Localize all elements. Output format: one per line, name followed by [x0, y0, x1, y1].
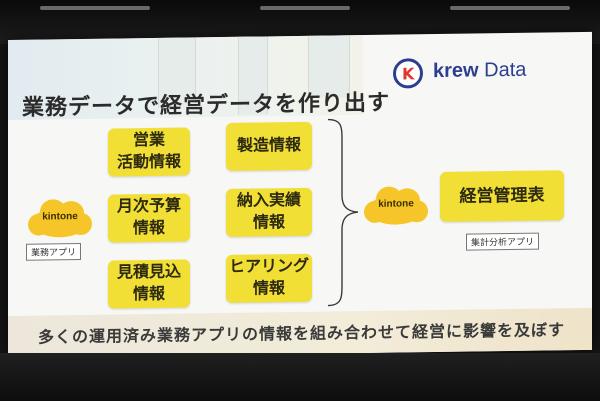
krew-data-logo: K krew Data: [393, 54, 553, 92]
logo-brand-bold: krew: [433, 59, 479, 83]
card-monthly-budget: 月次予算 情報: [108, 193, 190, 243]
ceiling-light: [40, 6, 150, 10]
kintone-cloud-right: kintone: [364, 184, 428, 229]
projection-screen: 業務データで経営データを作り出す K krew Data kintone 業務ア…: [8, 31, 592, 359]
ceiling-light: [260, 6, 350, 10]
curly-brace-icon: [327, 118, 359, 307]
slide-title: 業務データで経営データを作り出す: [22, 89, 391, 120]
card-sales-activity: 営業 活動情報: [108, 127, 190, 177]
card-delivery-record: 納入実績 情報: [226, 187, 312, 237]
aggregate-app-tag: 集計分析アプリ: [466, 232, 540, 251]
logo-brand-regular: Data: [478, 58, 527, 82]
card-estimate: 見積見込 情報: [108, 259, 190, 309]
kintone-cloud-left: kintone: [28, 197, 92, 242]
krew-logo-icon: K: [393, 58, 423, 89]
kintone-label: kintone: [42, 211, 78, 223]
ceiling-light: [450, 6, 570, 10]
room-floor: [0, 353, 600, 401]
business-app-tag: 業務アプリ: [26, 242, 82, 261]
kintone-label: kintone: [378, 198, 414, 210]
card-hearing: ヒアリング 情報: [226, 253, 312, 303]
card-manufacturing: 製造情報: [226, 121, 312, 171]
logo-wordmark: krew Data: [433, 59, 526, 83]
logo-mark-letter: K: [402, 64, 415, 84]
card-management-table: 経営管理表: [440, 170, 564, 222]
